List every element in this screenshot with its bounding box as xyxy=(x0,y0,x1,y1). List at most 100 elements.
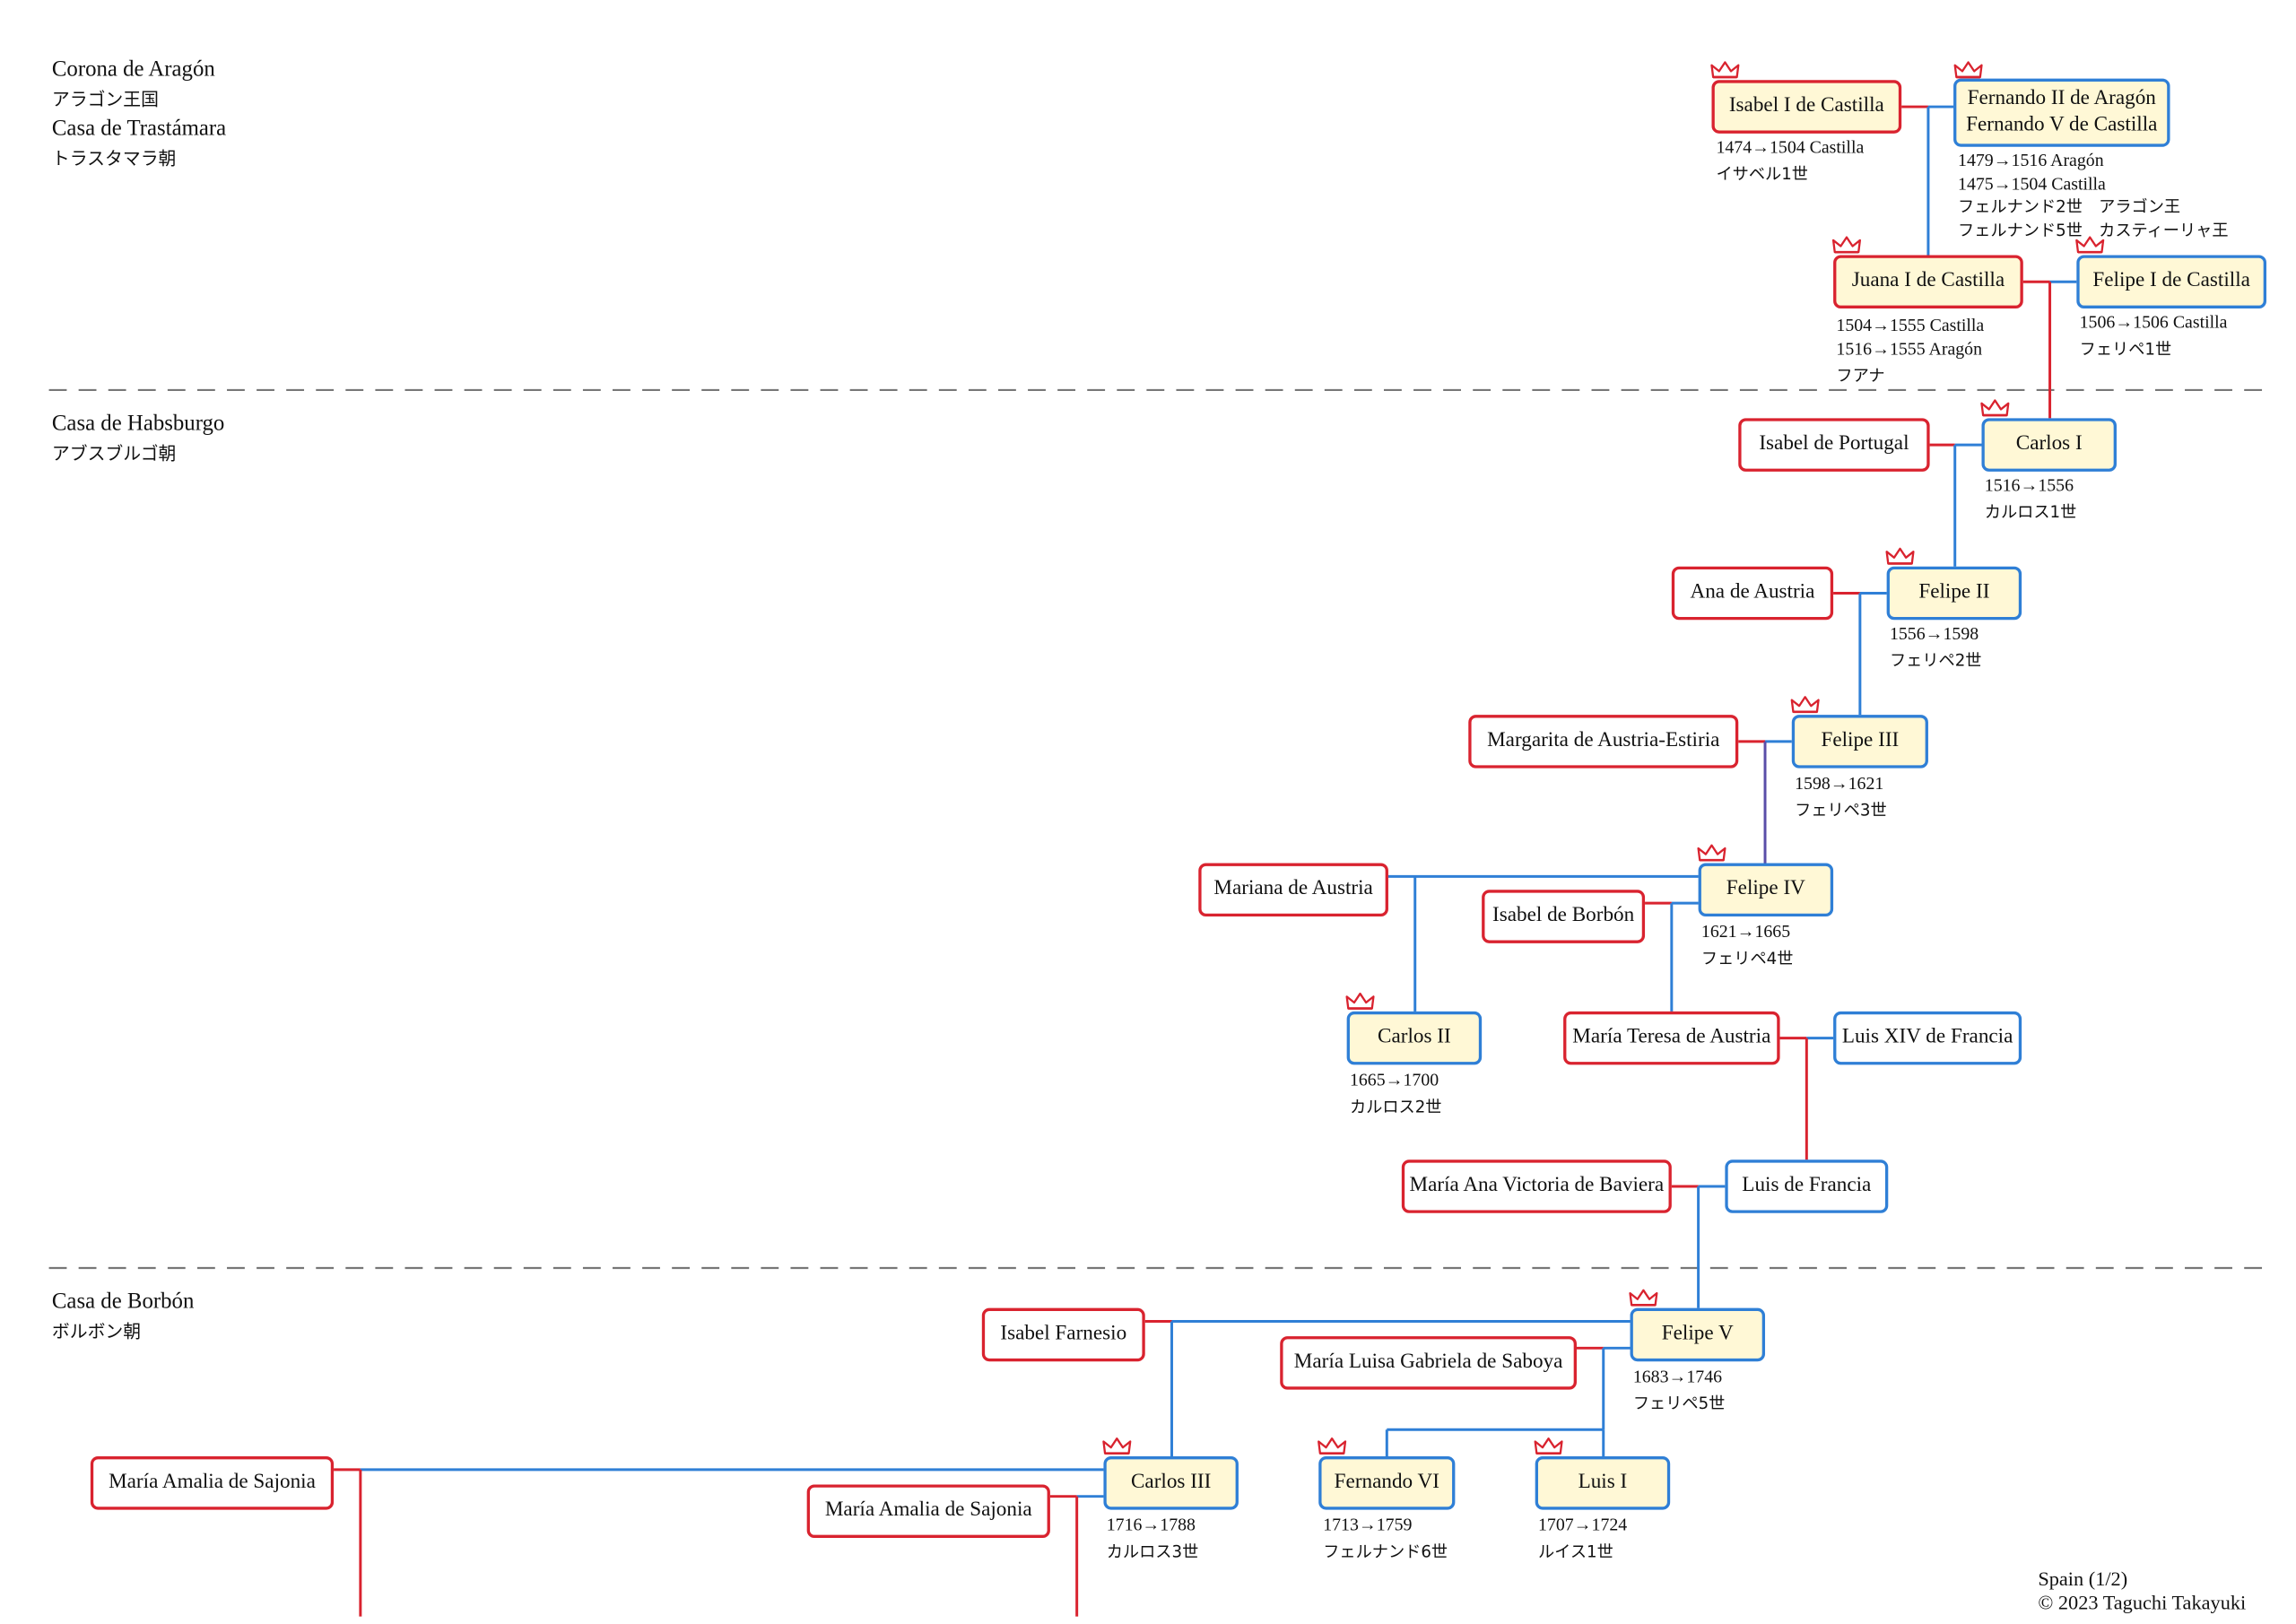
person-name: María Luisa Gabriela de Saboya xyxy=(1293,1350,1563,1374)
house-title-ja: アブスブルゴ朝 xyxy=(51,443,177,465)
crown-icon xyxy=(2075,236,2105,254)
page-label: Spain (1/2) xyxy=(2038,1568,2128,1590)
reign-dates: 1474→1504 Castilla xyxy=(1716,136,1865,158)
house-habsburgo: Casa de Habsburgo アブスブルゴ朝 xyxy=(52,409,224,468)
reign-info-fernando-ii: 1479→1516 Aragón 1475→1504 Castilla フェルナ… xyxy=(1958,148,2229,243)
house-title: Casa de Trastámara xyxy=(51,117,227,142)
japanese-name: フェルナンド5世 カスティーリャ王 xyxy=(1958,221,2229,240)
reign-info-carlos-iii: 1716→1788 カルロス3世 xyxy=(1107,1513,1199,1565)
person-name: Carlos III xyxy=(1130,1471,1212,1494)
person-fernando-vi[interactable]: Fernando VI xyxy=(1318,1456,1456,1510)
person-maria-teresa[interactable]: María Teresa de Austria xyxy=(1563,1011,1780,1065)
reign-info-felipe-ii: 1556→1598 フェリペ2世 xyxy=(1890,621,1982,673)
reign-dates: 1516→1555 Aragón xyxy=(1836,338,1983,360)
person-carlos-i[interactable]: Carlos I xyxy=(1981,418,2117,472)
person-felipe-i[interactable]: Felipe I de Castilla xyxy=(2076,255,2267,308)
reign-dates: 1516→1556 xyxy=(1984,474,2074,496)
person-maria-amalia-1[interactable]: María Amalia de Sajonia xyxy=(90,1456,335,1510)
person-carlos-ii[interactable]: Carlos II xyxy=(1346,1011,1483,1065)
crown-icon xyxy=(1831,236,1862,254)
japanese-name: カルロス2世 xyxy=(1349,1097,1442,1117)
person-isabel-borbon[interactable]: Isabel de Borbón xyxy=(1482,890,1646,943)
person-name: María Ana Victoria de Baviera xyxy=(1409,1174,1665,1197)
person-name: Felipe IV xyxy=(1726,878,1805,900)
crown-icon xyxy=(1790,696,1820,714)
copyright-text: © 2023 Taguchi Takayuki xyxy=(2038,1591,2247,1614)
person-maria-ana-victoria[interactable]: María Ana Victoria de Baviera xyxy=(1401,1159,1672,1213)
house-borbon: Casa de Borbón ボルボン朝 xyxy=(52,1287,194,1346)
person-ana-austria[interactable]: Ana de Austria xyxy=(1671,566,1834,621)
person-name: Luis XIV de Francia xyxy=(1841,1026,2013,1049)
person-isabel-i[interactable]: Isabel I de Castilla xyxy=(1711,80,1902,134)
person-juana-i[interactable]: Juana I de Castilla xyxy=(1833,255,2023,308)
japanese-name: フェリペ3世 xyxy=(1795,801,1887,821)
person-name: Carlos II xyxy=(1378,1026,1451,1049)
person-name: María Amalia de Sajonia xyxy=(109,1471,316,1494)
person-mariana[interactable]: Mariana de Austria xyxy=(1198,863,1388,917)
house-title: Casa de Borbón xyxy=(51,1290,195,1315)
reign-info-carlos-i: 1516→1556 カルロス1世 xyxy=(1985,473,2077,525)
person-name: Juana I de Castilla xyxy=(1851,269,2005,292)
reign-dates: 1683→1746 xyxy=(1632,1366,1723,1387)
house-title-ja: ボルボン朝 xyxy=(51,1321,142,1342)
reign-info-luis-i: 1707→1724 ルイス1世 xyxy=(1538,1513,1627,1565)
person-name: Isabel I de Castilla xyxy=(1728,94,1884,117)
person-isabel-portugal[interactable]: Isabel de Portugal xyxy=(1738,418,1930,472)
house-title: Casa de Habsburgo xyxy=(51,412,225,437)
japanese-name: フェリペ4世 xyxy=(1700,949,1794,968)
person-luis-francia[interactable]: Luis de Francia xyxy=(1725,1159,1889,1213)
person-name: María Teresa de Austria xyxy=(1572,1026,1771,1049)
reign-dates: 1506→1506 Castilla xyxy=(2079,311,2228,333)
person-felipe-iv[interactable]: Felipe IV xyxy=(1698,863,1834,917)
japanese-name: カルロス1世 xyxy=(1984,502,2077,523)
japanese-name: カルロス3世 xyxy=(1106,1541,1199,1562)
person-maria-luisa[interactable]: María Luisa Gabriela de Saboya xyxy=(1280,1336,1577,1390)
person-luis-i[interactable]: Luis I xyxy=(1535,1456,1671,1510)
person-name: Felipe II xyxy=(1918,581,1990,604)
person-name: Luis de Francia xyxy=(1742,1174,1872,1197)
crown-icon xyxy=(1697,844,1726,862)
crown-icon xyxy=(1629,1289,1658,1307)
person-name: Luis I xyxy=(1578,1471,1628,1494)
japanese-name: フェリペ5世 xyxy=(1632,1394,1726,1414)
person-luis-xiv[interactable]: Luis XIV de Francia xyxy=(1833,1011,2022,1065)
japanese-name: フェルナンド6世 xyxy=(1323,1541,1448,1562)
person-isabel-farnesio[interactable]: Isabel Farnesio xyxy=(981,1307,1145,1362)
japanese-name: フアナ xyxy=(1836,366,1885,386)
reign-dates: 1665→1700 xyxy=(1349,1069,1439,1090)
reign-dates: 1479→1516 Aragón xyxy=(1958,150,2104,171)
house-trastamara: Corona de Aragón アラゴン王国 Casa de Trastáma… xyxy=(52,55,226,173)
reign-info-carlos-ii: 1665→1700 カルロス2世 xyxy=(1350,1068,1442,1120)
japanese-name: フェリペ2世 xyxy=(1889,651,1982,671)
person-margarita[interactable]: Margarita de Austria-Estiria xyxy=(1468,715,1739,769)
person-name: Margarita de Austria-Estiria xyxy=(1487,729,1720,752)
person-name-alt: Fernando V de Castilla xyxy=(1966,114,2158,137)
crown-icon xyxy=(1102,1437,1132,1455)
house-title: Corona de Aragón xyxy=(51,57,215,82)
person-maria-amalia-2[interactable]: María Amalia de Sajonia xyxy=(806,1484,1050,1538)
japanese-name: フェルナンド2世 アラゴン王 xyxy=(1958,196,2181,217)
person-name: Felipe III xyxy=(1821,729,1900,752)
person-carlos-iii[interactable]: Carlos III xyxy=(1103,1456,1239,1510)
person-name: Felipe V xyxy=(1661,1323,1734,1345)
japanese-name: フェリペ1世 xyxy=(2079,339,2172,360)
reign-info-juana-i: 1504→1555 Castilla 1516→1555 Aragón フアナ xyxy=(1836,313,1984,388)
reign-info-fernando-vi: 1713→1759 フェルナンド6世 xyxy=(1323,1513,1448,1565)
person-felipe-iii[interactable]: Felipe III xyxy=(1791,715,1928,769)
person-name: Isabel Farnesio xyxy=(1000,1323,1127,1345)
crown-icon xyxy=(1534,1437,1563,1455)
reign-info-felipe-iii: 1598→1621 フェリペ3世 xyxy=(1795,771,1887,823)
reign-dates: 1707→1724 xyxy=(1537,1514,1628,1535)
crown-icon xyxy=(1885,547,1915,565)
reign-dates: 1713→1759 xyxy=(1323,1514,1413,1535)
person-felipe-v[interactable]: Felipe V xyxy=(1630,1307,1766,1362)
reign-info-isabel-i: 1474→1504 Castilla イサベル1世 xyxy=(1716,135,1864,187)
page-credit: Spain (1/2) © 2023 Taguchi Takayuki xyxy=(2038,1568,2246,1615)
reign-info-felipe-i: 1506→1506 Castilla フェリペ1世 xyxy=(2080,310,2228,362)
person-felipe-ii[interactable]: Felipe II xyxy=(1886,566,2022,621)
crown-icon xyxy=(1953,61,1983,79)
reign-info-felipe-iv: 1621→1665 フェリペ4世 xyxy=(1701,919,1794,971)
